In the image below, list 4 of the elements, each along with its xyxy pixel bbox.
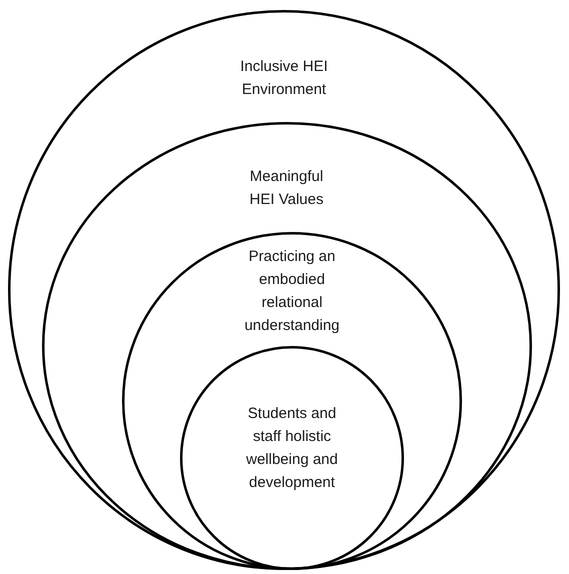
circle-label: Inclusive HEI Environment [239,57,329,100]
circle-label: Practicing an embodied relational understanding [243,247,341,336]
circle-label: Students and staff holistic wellbeing and development [245,404,339,493]
circle-label: Meaningful HEI Values [248,167,324,210]
